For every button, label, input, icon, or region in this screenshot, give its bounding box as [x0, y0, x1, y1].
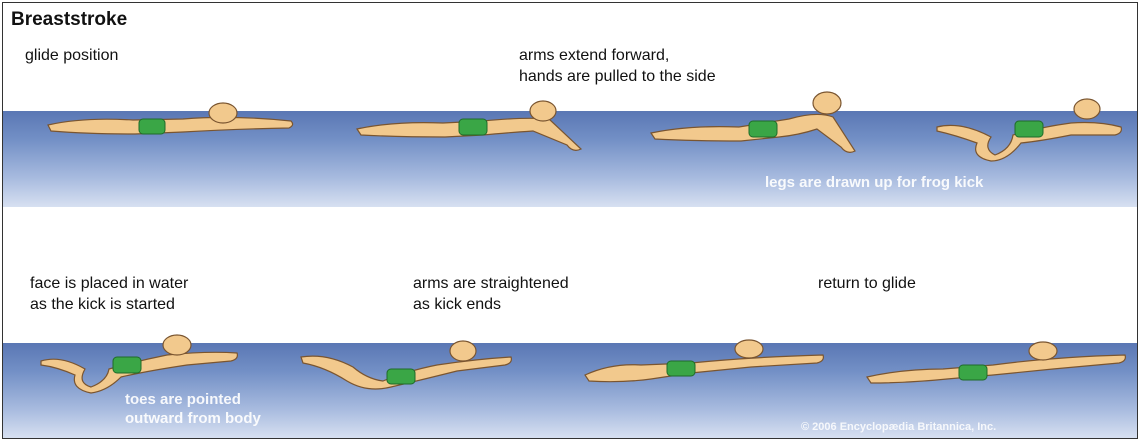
- caption-legs-drawn: legs are drawn up for frog kick: [765, 173, 983, 193]
- caption-face-placed-1: face is placed in water: [30, 273, 188, 294]
- caption-return-glide: return to glide: [818, 273, 916, 294]
- swimmer-return-glide-illustration: [863, 339, 1133, 389]
- caption-arms-straightened-1: arms are straightened: [413, 273, 569, 294]
- swimmer-legs-drawn-illustration: [931, 97, 1131, 167]
- swimmer-face-in-water-illustration: [37, 335, 247, 395]
- swimmer-kick-ends-illustration: [581, 339, 831, 389]
- swimmer-glide-illustration: [43, 99, 303, 149]
- swimmer-arms-extend-illustration: [353, 99, 593, 159]
- caption-arms-extend-1: arms extend forward,: [519, 45, 669, 66]
- swimmer-arms-straightening-illustration: [297, 337, 527, 397]
- copyright-notice: © 2006 Encyclopædia Britannica, Inc.: [801, 421, 996, 433]
- swimmer-hands-pulled-illustration: [649, 89, 869, 159]
- caption-glide-position: glide position: [25, 45, 118, 66]
- diagram-title: Breaststroke: [11, 9, 127, 31]
- caption-arms-extend-2: hands are pulled to the side: [519, 66, 716, 87]
- caption-arms-straightened-2: as kick ends: [413, 294, 501, 315]
- caption-toes-2: outward from body: [125, 409, 261, 429]
- caption-face-placed-2: as the kick is started: [30, 294, 175, 315]
